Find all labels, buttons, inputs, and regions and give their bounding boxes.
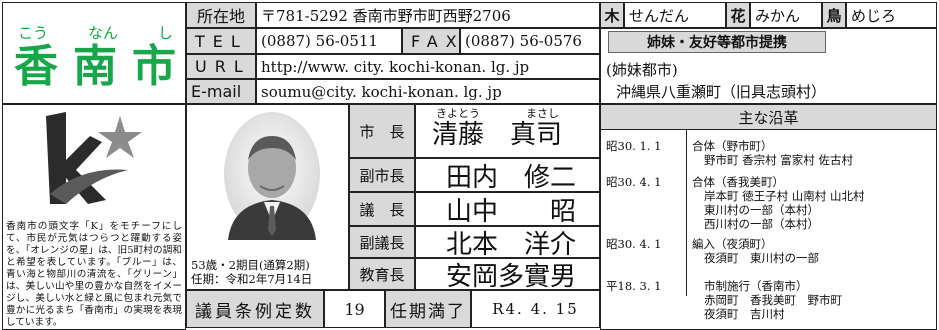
mayor-photo [224, 112, 320, 240]
mayor-reading-2: まさし [526, 107, 559, 120]
emblem-k-icon [46, 112, 106, 204]
city-name-char-2: 南 [73, 41, 117, 92]
history-header: 主な沿革 [601, 105, 936, 130]
city-name-char-3: 市 [132, 41, 176, 92]
official-title-vice-chairman: 副議長 [349, 226, 415, 258]
history-line: 野市町 香宗村 富家村 佐古村 [704, 153, 853, 167]
official-name-mayor: 清藤 真司 [432, 120, 563, 150]
history-line: 合体（香我美町） [692, 175, 784, 189]
history-line: 赤岡町 香我美町 野市町 [704, 293, 842, 307]
mayor-term: 53歳・2期目(通算2期) 任期：令和2年7月14日 [191, 258, 347, 286]
history-line: 夜須町 吉川村 [704, 307, 785, 321]
official-name-vice-mayor: 田内 修二 [415, 158, 600, 193]
official-title-superintendent: 教育長 [349, 258, 415, 290]
sister-city-type: (姉妹都市) [606, 61, 678, 79]
bird-label: 鳥 [822, 2, 846, 28]
flower-label: 花 [726, 2, 750, 28]
flower-value: みかん [750, 2, 822, 28]
fax-value: (0887) 56-0576 [460, 28, 600, 54]
history-line: 夜須町 東川村の一部 [704, 251, 819, 265]
tel-value[interactable]: (0887) 56-0511 [256, 28, 402, 54]
bird-value: めじろ [846, 2, 937, 28]
history-line: 東川村の一部（本村） [704, 203, 819, 217]
official-name-chairman: 山中 昭 [415, 192, 600, 227]
city-name-block [2, 2, 186, 104]
url-link[interactable]: http://www. city. kochi-konan. lg. jp [256, 54, 600, 79]
history-line: 西川村の一部（本村） [704, 217, 819, 231]
history-line: 市制施行（香南市） [704, 279, 808, 293]
sister-city-name: 沖縄県八重瀬町（旧具志頭村） [616, 83, 827, 101]
address-value: 〒781-5292 香南市野市町西野2706 [256, 2, 600, 28]
tree-value: せんだん [624, 2, 726, 28]
email-link[interactable]: soumu@city. kochi-konan. lg. jp [256, 79, 600, 104]
history-date: 昭30. 4. 1 [606, 237, 662, 251]
mayor-reading-1: きよとう [436, 107, 480, 120]
tree-label: 木 [600, 2, 624, 28]
reading-3: し [157, 24, 173, 42]
fax-label: FAX [402, 28, 460, 54]
city-emblem-icon [46, 112, 142, 204]
city-name: 香 南 市 [14, 40, 176, 94]
mayor-photo-block [186, 104, 349, 290]
email-label: E-mail [186, 79, 256, 104]
city-name-reading: こう なん し [18, 22, 173, 42]
city-name-char-1: 香 [14, 41, 58, 92]
official-title-vice-mayor: 副市長 [349, 158, 415, 192]
mayor-term-line-2: 任期：令和2年7月14日 [191, 272, 313, 286]
logo-description: 香南市の頭文字「K」をモチーフにして、市民が元気はつらつと躍動する姿を、「オレン… [6, 221, 182, 328]
term-expiry-date: R4. 4. 15 [471, 290, 600, 328]
council-seats-label: 議員条例定数 [186, 290, 324, 328]
sister-city-header: 姉妹・友好等都市提携 [608, 31, 826, 53]
history-line: 編入（夜須町） [692, 237, 773, 251]
history-line: 合体（野市町） [692, 139, 773, 153]
history-date: 昭30. 4. 1 [606, 175, 662, 189]
emblem-swoosh-icon [50, 169, 128, 204]
official-title-chairman: 議 長 [349, 192, 415, 226]
official-name-superintendent: 安岡多實男 [415, 258, 600, 292]
address-label: 所在地 [186, 2, 256, 28]
history-divider [686, 130, 687, 296]
mayor-term-line-1: 53歳・2期目(通算2期) [191, 258, 310, 272]
reading-1: こう [18, 24, 49, 42]
history-date: 昭30. 1. 1 [606, 139, 662, 153]
history-line: 岸本町 徳王子村 山南村 山北村 [704, 189, 865, 203]
council-seats-count: 19 [324, 290, 385, 328]
sister-city-block [600, 28, 937, 104]
url-label: URL [186, 54, 256, 79]
tel-label: TEL [186, 28, 256, 54]
emblem-star-icon [98, 116, 142, 158]
official-name-cell-mayor [415, 104, 600, 158]
official-title-mayor: 市 長 [349, 104, 415, 158]
term-expiry-label: 任期満了 [385, 290, 471, 328]
history-date: 平18. 3. 1 [606, 279, 662, 293]
official-name-vice-chairman: 北本 洋介 [415, 226, 600, 260]
reading-2: なん [87, 24, 118, 42]
